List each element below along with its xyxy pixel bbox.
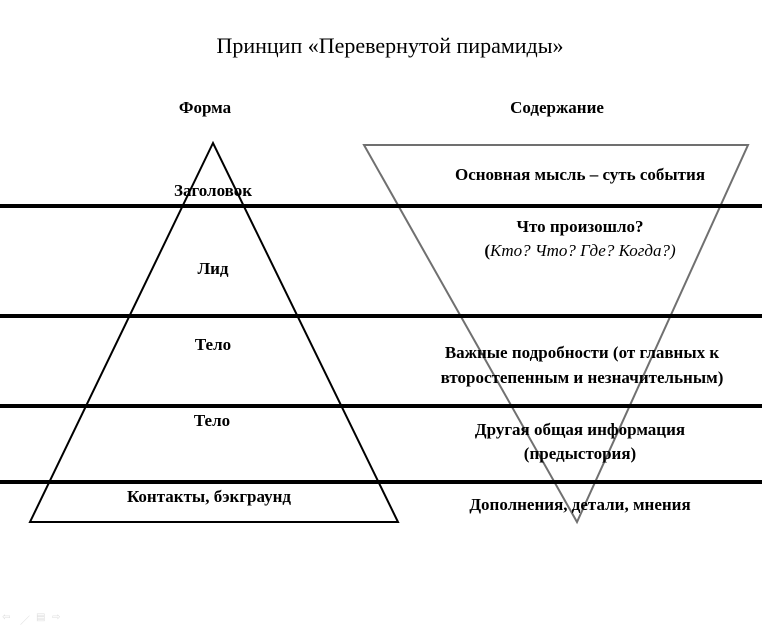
inverted-pyramid-triangle — [362, 144, 750, 525]
content-details-line2: второстепенным и незначительным) — [441, 368, 724, 387]
form-label-headline: Заголовок — [174, 181, 252, 200]
content-additions: Дополнения, детали, мнения — [469, 495, 690, 514]
pen-icon[interactable]: ／ — [20, 616, 30, 627]
menu-icon[interactable]: ▤ — [36, 612, 46, 623]
form-header: Форма — [179, 98, 232, 117]
content-other-line1: Другая общая информация — [475, 420, 685, 439]
content-details-line1: Важные подробности (от главных к — [445, 343, 720, 362]
content-header: Содержание — [510, 98, 604, 117]
content-questions: (Кто? Что? Где? Когда?) — [484, 241, 676, 260]
content-main-idea: Основная мысль – суть события — [455, 165, 705, 184]
previous-slide-icon[interactable]: ⇦ — [2, 612, 11, 623]
section-dividers — [0, 204, 762, 484]
content-other-line2: (предыстория) — [524, 444, 636, 463]
slide-title: Принцип «Перевернутой пирамиды» — [216, 33, 563, 58]
form-label-contacts: Контакты, бэкграунд — [127, 487, 291, 506]
form-label-body-2: Тело — [194, 411, 230, 430]
form-label-lead: Лид — [197, 259, 228, 278]
form-label-body: Тело — [195, 335, 231, 354]
content-what-happened: Что произошло? — [516, 217, 643, 236]
pyramid-triangle — [28, 140, 400, 523]
next-slide-icon[interactable]: ⇨ — [52, 612, 61, 623]
